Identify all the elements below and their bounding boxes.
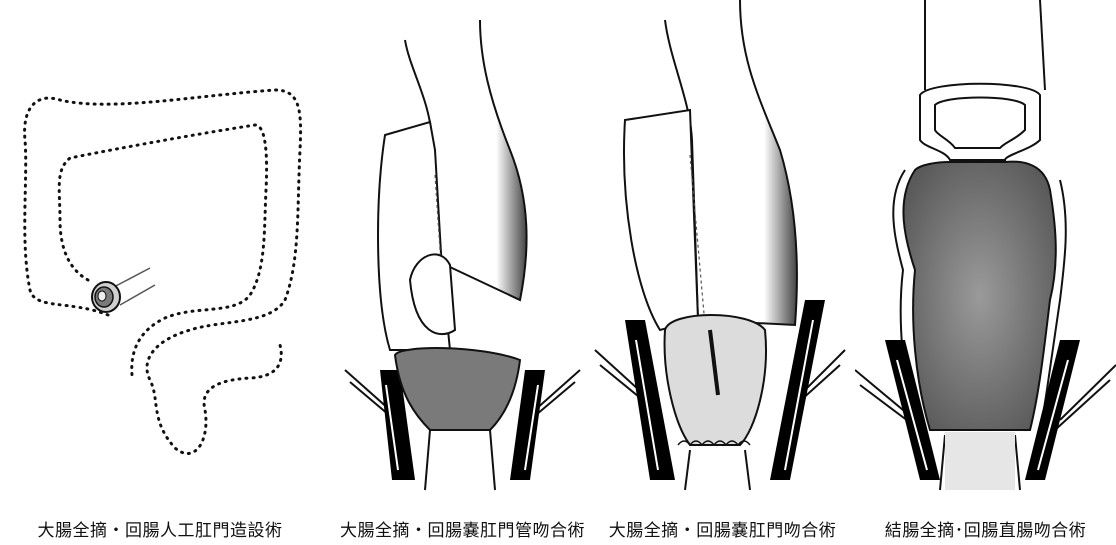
- panel-ileal-pouch-anal-canal: 大腸全摘・回腸嚢肛門管吻合術: [330, 0, 595, 545]
- rectum: [903, 162, 1055, 430]
- anal-canal-fill: [945, 432, 1015, 490]
- stoma-icon: [92, 282, 120, 312]
- illustration-background: [8, 75, 308, 460]
- ileal-pouch: [624, 110, 698, 330]
- caption-ileostomy: 大腸全摘・回腸人工肛門造設術: [0, 516, 320, 541]
- caption-ileal-pouch-anal: 大腸全摘・回腸嚢肛門吻合術: [590, 516, 855, 541]
- anal-canal: [425, 430, 495, 490]
- pelvic-muscle-right: [770, 300, 845, 480]
- ileorectal-illustration: [855, 0, 1116, 500]
- ileum: [925, 0, 1045, 90]
- ileum-lumen: [935, 98, 1025, 149]
- ileal-pouch-anal-canal-illustration: [330, 0, 595, 500]
- pelvic-muscle-right: [510, 370, 580, 480]
- caption-ileal-pouch-anal-canal: 大腸全摘・回腸嚢肛門管吻合術: [330, 516, 595, 541]
- panel-ileal-pouch-anal: 大腸全摘・回腸嚢肛門吻合術: [590, 0, 855, 545]
- ileostomy-illustration: [0, 0, 320, 500]
- panel-ileorectal: 結腸全摘･回腸直腸吻合術: [855, 0, 1116, 545]
- caption-ileorectal: 結腸全摘･回腸直腸吻合術: [855, 516, 1116, 541]
- ileal-pouch-anal-illustration: [590, 0, 855, 500]
- anal-canal-pouch: [395, 348, 520, 430]
- panel-ileostomy: 大腸全摘・回腸人工肛門造設術: [0, 0, 320, 545]
- pelvic-muscle-left: [595, 320, 675, 480]
- anal-canal: [685, 450, 750, 490]
